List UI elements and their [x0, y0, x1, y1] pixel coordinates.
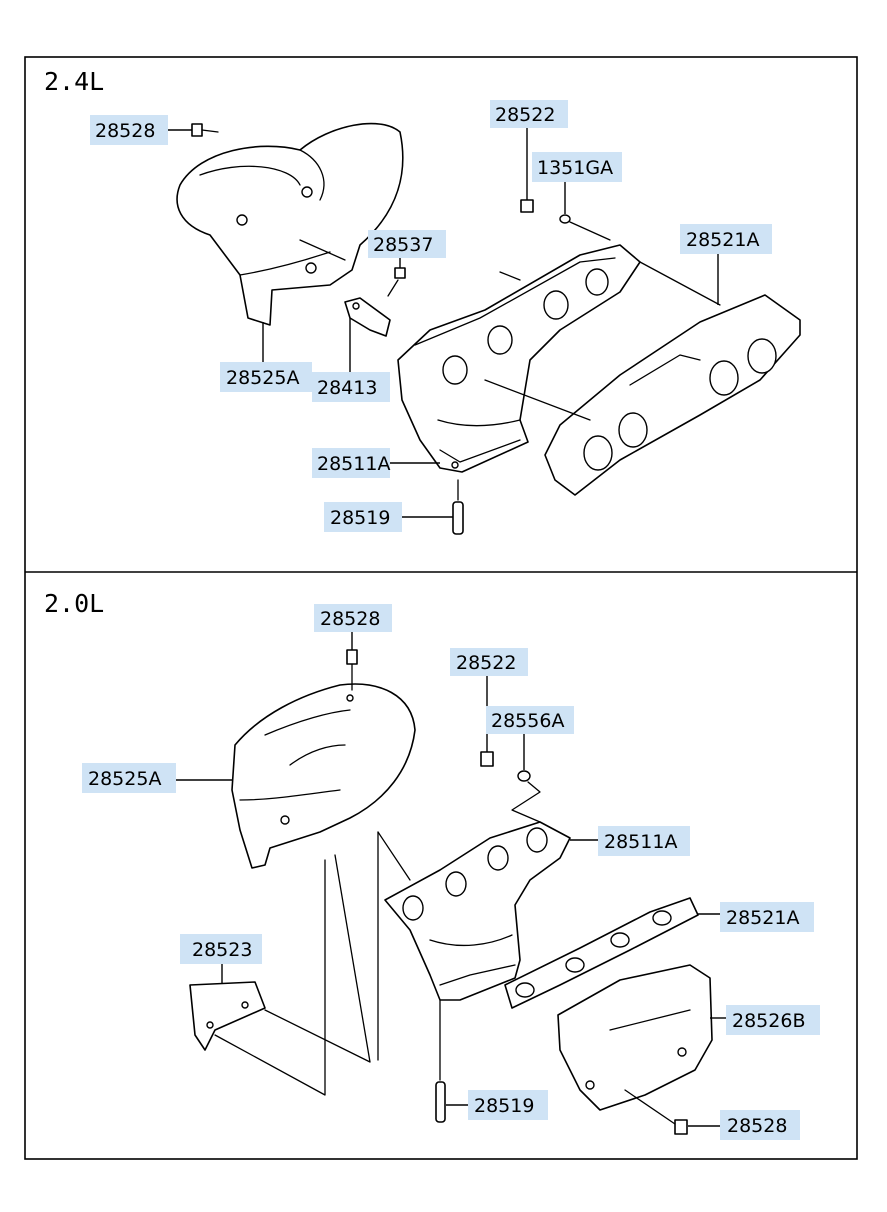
nut-28522-bottom — [480, 751, 541, 823]
heat-shield-2-4l — [176, 122, 404, 326]
top-section-drawings — [176, 122, 801, 535]
labels-2-0l: 28528 28522 28556A 28525A 28511A 28521A … — [82, 604, 820, 1140]
label-28519-bottom: 28519 — [474, 1095, 534, 1117]
gasket-28521a-top — [544, 294, 801, 496]
label-28523: 28523 — [192, 939, 252, 961]
label-28525a-bottom: 28525A — [88, 768, 161, 790]
diagram-frame — [24, 56, 858, 1160]
section-title-2-0l: 2.0L — [44, 589, 104, 618]
label-28525a-top: 28525A — [226, 367, 299, 389]
nut-28522-top — [520, 199, 611, 241]
bracket-28523 — [189, 981, 266, 1051]
label-28519-top: 28519 — [330, 507, 390, 529]
bracket-28413 — [344, 297, 391, 337]
exhaust-manifold-2-4l — [397, 244, 641, 473]
bolt-28537 — [387, 267, 406, 297]
label-28511a-top: 28511A — [317, 453, 390, 475]
label-28528-top: 28528 — [95, 120, 155, 142]
label-28522-bottom: 28522 — [456, 652, 516, 674]
label-28522-top: 28522 — [495, 104, 555, 126]
label-1351ga: 1351GA — [537, 157, 613, 179]
bottom-section-drawings — [189, 649, 713, 1135]
stud-28519-bottom — [435, 999, 446, 1123]
labels-2-4l: 28528 28522 1351GA 28537 28521A 28525A 2… — [90, 100, 772, 532]
label-28521a-bottom: 28521A — [726, 907, 799, 929]
label-28526b: 28526B — [732, 1010, 805, 1032]
label-28521a-top: 28521A — [686, 229, 759, 251]
heat-shield-2-0l — [231, 683, 416, 869]
label-28528-bottom-top: 28528 — [320, 608, 380, 630]
exhaust-manifold-2-0l — [384, 821, 571, 1001]
heat-shield-28526b — [557, 964, 713, 1111]
bolt-28528-bottom — [624, 1089, 688, 1135]
stud-28519-top — [452, 479, 464, 535]
label-28511a-bottom: 28511A — [604, 831, 677, 853]
label-28537: 28537 — [373, 234, 433, 256]
label-28528-bottom: 28528 — [727, 1115, 787, 1137]
label-28413: 28413 — [317, 377, 377, 399]
section-title-2-4l: 2.4L — [44, 67, 104, 96]
bolt-28528-top — [191, 123, 219, 137]
label-28556a: 28556A — [491, 710, 564, 732]
gasket-28521a-bottom — [504, 897, 699, 1009]
